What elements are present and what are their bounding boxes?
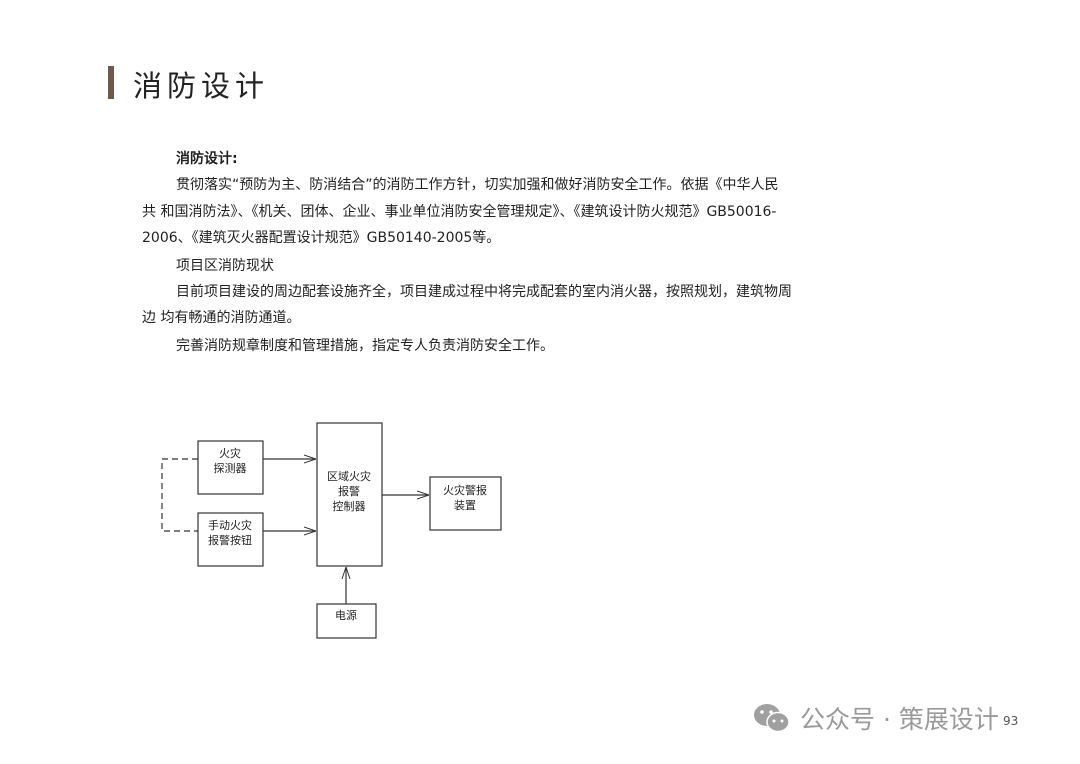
controller-label: 报警 — [338, 484, 360, 498]
watermark-text: 公众号 · 策展设计 — [800, 705, 999, 734]
paragraph-line: 贯彻落实“预防为主、防消结合”的消防工作方针，切实加强和做好消防安全工作。依据《… — [176, 177, 779, 193]
watermark: 公众号 · 策展设计 — [752, 700, 999, 736]
paragraph-line: 目前项目建设的周边配套设施齐全，项目建成过程中将完成配套的室内消火器，按照规划，… — [176, 284, 792, 300]
paragraph-line: 共 和国消防法》、《机关、团体、企业、事业单位消防安全管理规定》、《建筑设计防火… — [142, 204, 777, 220]
dashed-link — [161, 458, 198, 532]
page-title: 消防设计 — [133, 69, 270, 103]
controller-label: 区域火灾 — [327, 469, 371, 483]
alarm-device-box — [429, 476, 502, 531]
paragraph-line: 2006、《建筑灭火器配置设计规范》GB50140-2005等。 — [142, 230, 501, 246]
detector-label: 探测器 — [214, 462, 247, 475]
detector-label: 火灾 — [219, 446, 241, 460]
page-number: 93 — [1003, 714, 1019, 728]
section-heading: 消防设计: — [176, 151, 238, 167]
manual-button-label: 报警按钮 — [208, 533, 252, 547]
paragraph-line: 边 均有畅通的消防通道。 — [142, 310, 301, 326]
paragraph-line: 完善消防规章制度和管理措施，指定专人负责消防安全工作。 — [176, 338, 554, 354]
power-label: 电源 — [335, 608, 357, 622]
subheading: 项目区消防现状 — [176, 258, 274, 274]
controller-label: 控制器 — [333, 499, 366, 513]
wechat-icon — [754, 704, 790, 733]
detector-box — [197, 440, 264, 495]
manual-button-box — [197, 512, 264, 567]
alarm-device-label: 火灾警报 — [443, 483, 487, 497]
alarm-device-label: 装置 — [454, 499, 476, 512]
title-accent-bar — [108, 66, 114, 99]
manual-button-label: 手动火灾 — [208, 518, 252, 532]
